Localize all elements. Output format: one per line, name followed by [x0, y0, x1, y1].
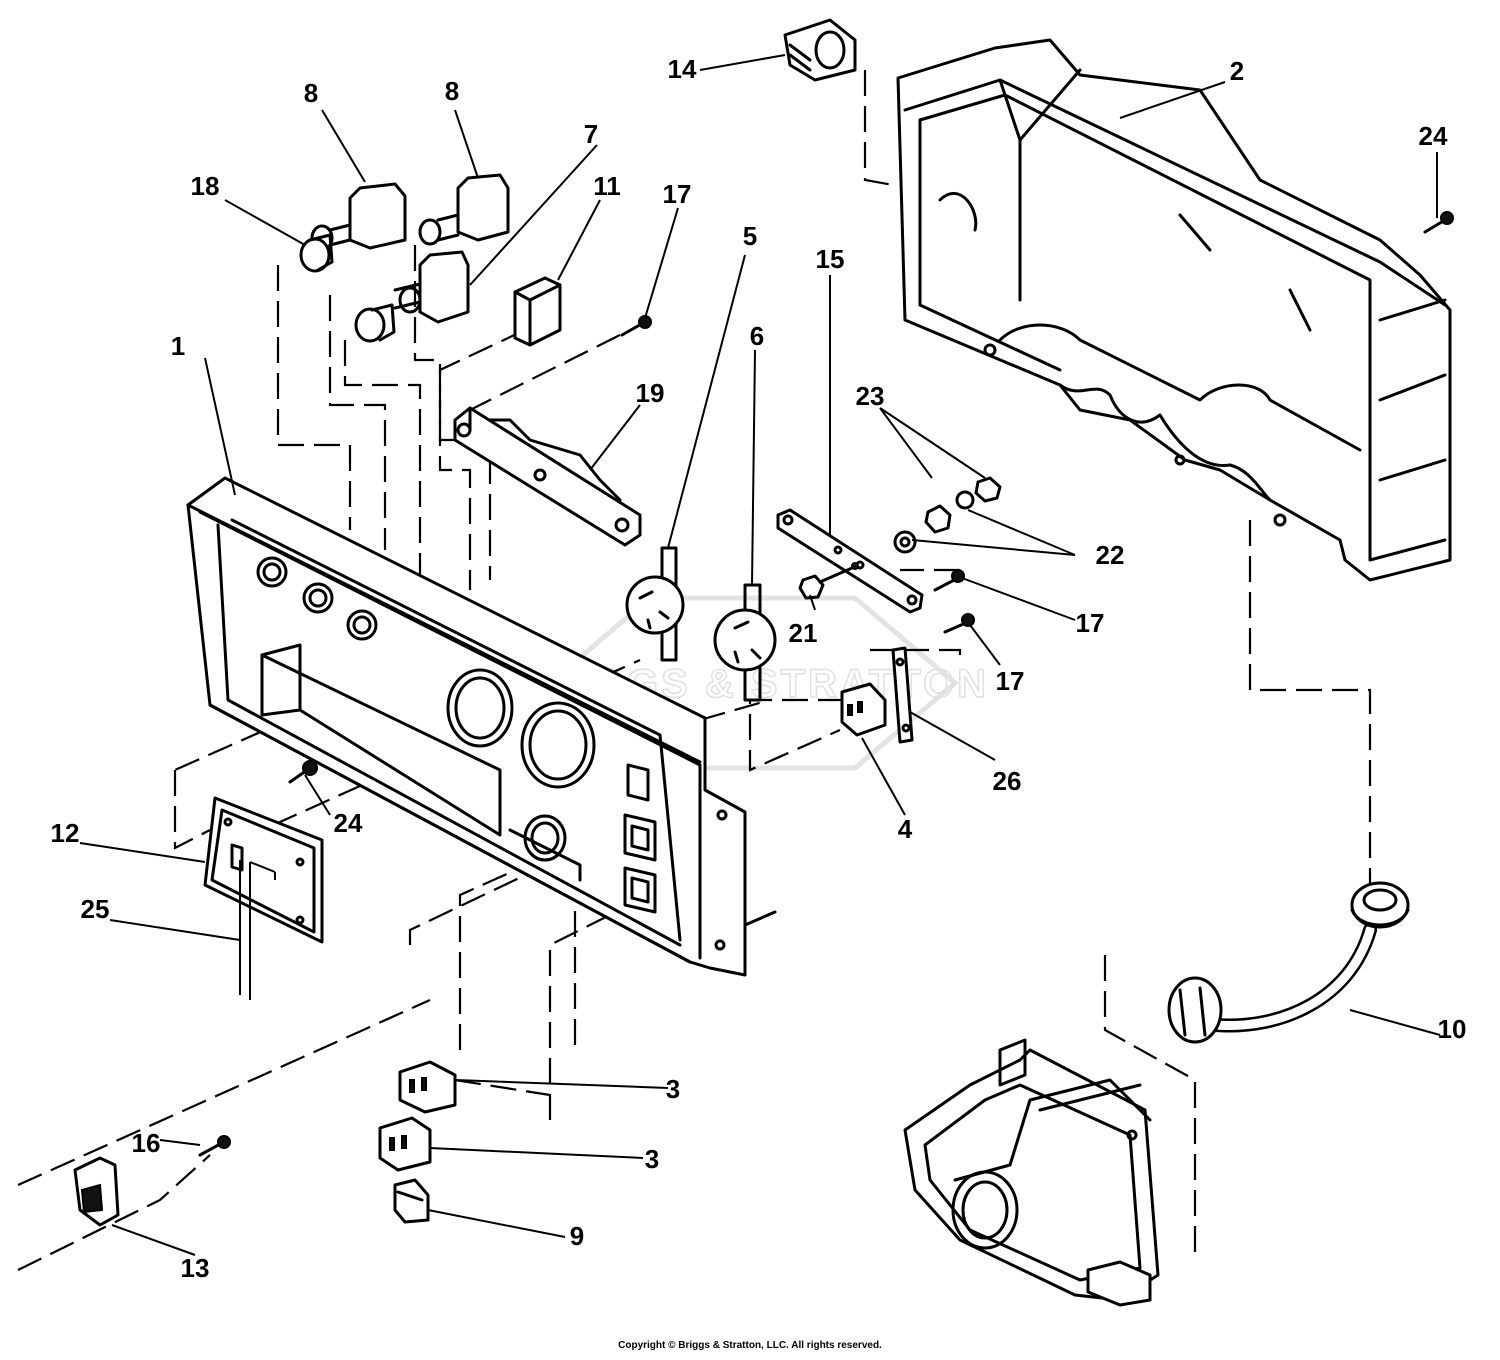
switch-part-8-right	[418, 173, 510, 246]
callout-3-lower: 3	[645, 1144, 659, 1174]
callout-10: 10	[1438, 1014, 1467, 1044]
end-cover-housing	[903, 1038, 1160, 1307]
callout-16: 16	[132, 1128, 161, 1158]
leader-lines	[79, 54, 1441, 1256]
switch-part-7	[393, 250, 470, 324]
knob-part-18	[299, 233, 334, 273]
plate-part-15	[776, 508, 924, 614]
callout-11: 11	[593, 171, 621, 201]
screw-part-17-low	[943, 613, 975, 634]
nut-part-23	[924, 476, 1002, 534]
screw-part-17-mid	[933, 569, 965, 592]
callout-24-top: 24	[1419, 121, 1448, 151]
nut-part-21	[798, 562, 859, 600]
callout-25: 25	[81, 894, 110, 924]
callout-3-upper: 3	[666, 1074, 680, 1104]
callout-7: 7	[584, 119, 598, 149]
callout-21: 21	[789, 618, 818, 648]
callout-17-mid: 17	[1076, 608, 1105, 638]
callout-22: 22	[1096, 540, 1125, 570]
copyright-notice: Copyright © Briggs & Stratton, LLC. All …	[618, 1340, 882, 1351]
callout-9: 9	[570, 1221, 584, 1251]
callout-8-right: 8	[445, 76, 459, 106]
callout-18: 18	[191, 171, 220, 201]
callout-19: 19	[636, 378, 665, 408]
receptacle-part-6	[713, 583, 777, 702]
callout-17-top: 17	[663, 179, 692, 209]
assembly-guide-lines	[17, 70, 1372, 1271]
cover-part-9	[393, 1178, 430, 1224]
callout-4: 4	[898, 814, 913, 844]
washer-part-22	[893, 490, 975, 554]
callout-14: 14	[668, 54, 697, 84]
callout-5: 5	[743, 221, 757, 251]
receptacle-part-5	[625, 546, 685, 662]
block-part-11	[513, 276, 562, 347]
callout-labels: 1 2 3 3 4 5 6 7 8 8 9 10 11 12 13 14 15 …	[51, 54, 1467, 1283]
callout-1: 1	[171, 331, 185, 361]
outlet-part-4	[840, 682, 887, 737]
bracket-part-19	[453, 406, 642, 547]
callout-15: 15	[816, 244, 845, 274]
callout-23: 23	[856, 381, 885, 411]
screw-part-16	[198, 1135, 231, 1157]
screw-part-17-top	[620, 315, 652, 337]
outlet-part-3-lower	[378, 1116, 432, 1172]
callout-8-left: 8	[304, 78, 318, 108]
screw-part-24-lower	[288, 760, 318, 784]
callout-12: 12	[51, 818, 80, 848]
knob-part-7b	[354, 303, 396, 343]
bracket-part-26	[891, 646, 914, 744]
callout-17-low: 17	[996, 666, 1025, 696]
outlet-part-3-upper	[398, 1060, 457, 1114]
control-panel-part-1	[186, 476, 777, 977]
callout-2: 2	[1230, 56, 1244, 86]
grommet-part-14	[783, 18, 857, 82]
cable-part-10	[1167, 881, 1410, 1044]
switch-part-13	[73, 1156, 120, 1227]
callout-24-lower: 24	[334, 808, 363, 838]
plate-part-12	[203, 796, 324, 1000]
callout-26: 26	[993, 766, 1022, 796]
callout-13: 13	[181, 1253, 210, 1283]
screw-part-24-top	[1423, 211, 1454, 234]
callout-6: 6	[750, 321, 764, 351]
upper-housing-part	[896, 38, 1452, 582]
switch-part-8-left	[310, 182, 407, 252]
